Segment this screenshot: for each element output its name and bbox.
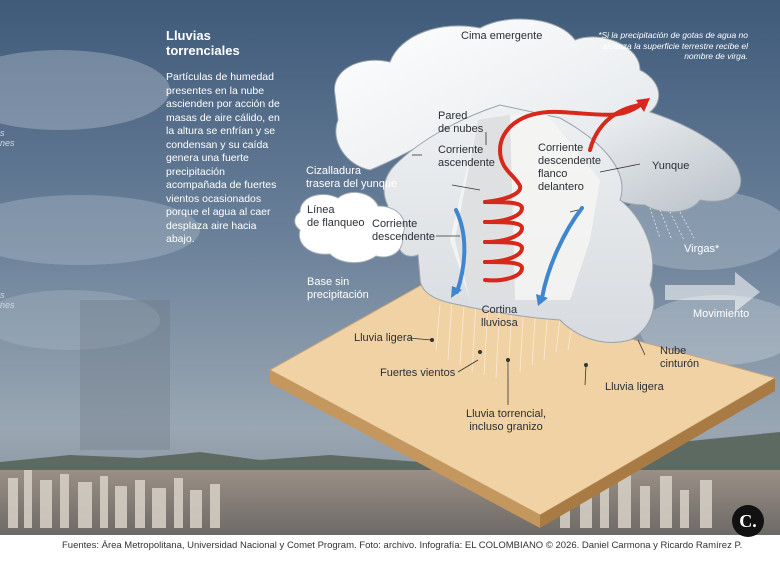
label-lluvia-ligera-right: Lluvia ligera bbox=[605, 381, 664, 393]
label-yunque: Yunque bbox=[652, 160, 690, 172]
ground-plate-side-left bbox=[270, 370, 540, 528]
downdraft-rear-arrowhead bbox=[451, 286, 462, 298]
label-linea-de-flanqueo: Línea de flanqueo bbox=[307, 204, 365, 229]
updraft-arrowhead bbox=[636, 98, 650, 112]
downdraft-rear-arrow bbox=[454, 208, 467, 294]
ground-plate-side-right bbox=[540, 378, 775, 528]
label-virgas: Virgas* bbox=[684, 243, 720, 255]
virga-streaks bbox=[649, 207, 695, 241]
label-fuertes-vientos: Fuertes vientos bbox=[380, 367, 456, 379]
cropped-edge-text-bottom: s nes bbox=[0, 290, 15, 310]
virga-note: *Si la precipitación de gotas de agua no… bbox=[598, 30, 748, 61]
downdraft-front-arrow bbox=[540, 206, 584, 300]
city-buildings bbox=[8, 470, 712, 528]
label-lluvia-torrencial: Lluvia torrencial, incluso granizo bbox=[466, 408, 547, 433]
description-text: Partículas de humedad presentes en la nu… bbox=[166, 71, 280, 245]
label-nube-cinturon: Nube cinturón bbox=[660, 345, 700, 370]
updraft-arrow bbox=[483, 103, 642, 283]
downdraft-front-arrowhead bbox=[536, 294, 548, 306]
distant-rain bbox=[80, 300, 170, 450]
infographic-title: Lluvias torrenciales bbox=[166, 28, 240, 58]
label-cortina-lluviosa: Cortina lluviosa bbox=[481, 304, 518, 329]
label-corriente-descendente-flanco: Corriente descendente flanco delantero bbox=[538, 142, 601, 193]
label-pared-de-nubes: Pared de nubes bbox=[438, 110, 484, 135]
movement-arrow bbox=[665, 272, 760, 312]
label-cima-emergente: Cima emergente bbox=[461, 30, 543, 42]
label-base-sin-precipitacion: Base sin precipitación bbox=[307, 276, 369, 301]
label-lluvia-ligera-left: Lluvia ligera bbox=[354, 332, 413, 344]
sky-clouds bbox=[0, 50, 780, 365]
sources-footer: Fuentes: Área Metropolitana, Universidad… bbox=[62, 540, 743, 551]
cropped-edge-text-top: s nes bbox=[0, 128, 15, 148]
flanking-line-cloud bbox=[294, 191, 405, 263]
label-corriente-ascendente: Corriente ascendente bbox=[438, 144, 495, 169]
label-movimiento: Movimiento bbox=[693, 308, 750, 320]
el-colombiano-logo: C. bbox=[732, 505, 764, 537]
label-corriente-descendente: Corriente descendente bbox=[372, 218, 435, 243]
label-cizalladura: Cizalladura trasera del yunque bbox=[306, 165, 398, 190]
leader-lines bbox=[407, 132, 646, 405]
